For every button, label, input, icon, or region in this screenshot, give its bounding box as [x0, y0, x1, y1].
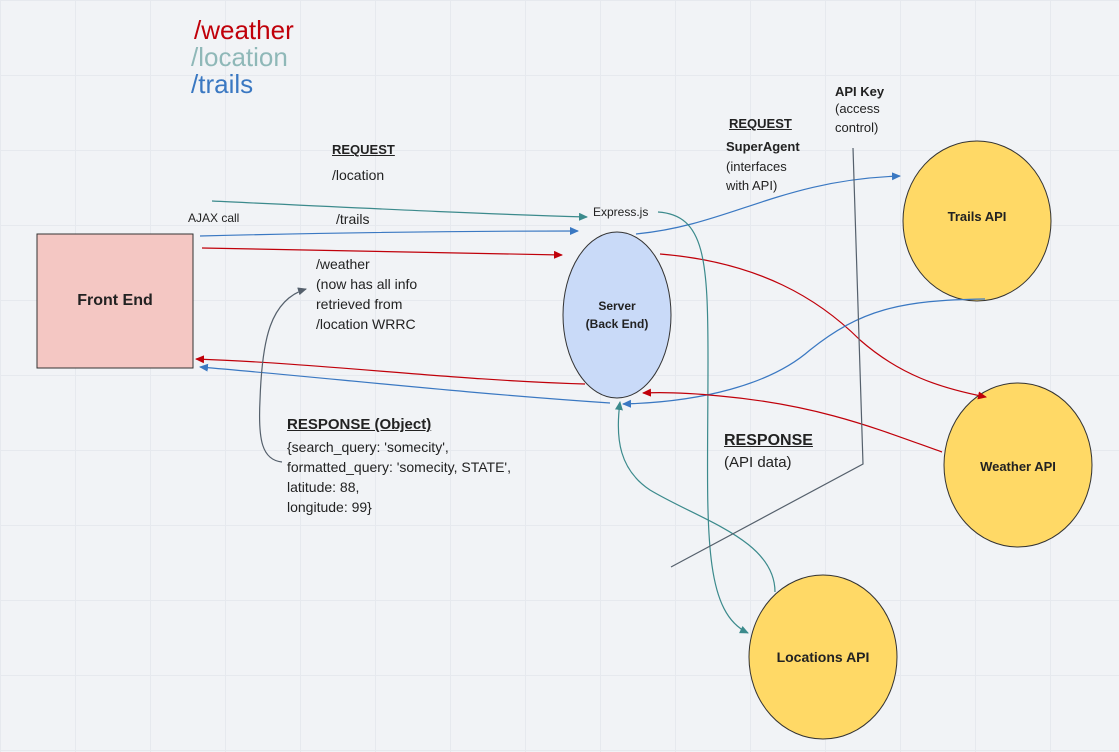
- response-object-line: formatted_query: 'somecity, STATE',: [287, 459, 511, 475]
- response-object-line: latitude: 88,: [287, 479, 360, 495]
- request-weather-arrow: [201, 247, 563, 259]
- front-end-box: [36, 233, 194, 369]
- server-to-front-red-arrow: [195, 355, 586, 385]
- data-reuse-arrow: [258, 287, 307, 463]
- server-to-locations-arrow: [657, 211, 749, 634]
- weather-api-node: [943, 382, 1093, 548]
- weather-note-line: /location WRRC: [316, 316, 416, 332]
- server-label-line1: Server: [598, 299, 636, 313]
- apikey-desc-line: control): [835, 120, 879, 135]
- trails-api-node: [902, 140, 1052, 302]
- trails-api-label: Trails API: [947, 208, 1007, 224]
- response-api-sub: (API data): [724, 454, 792, 471]
- server-to-trails-arrow: [635, 172, 901, 235]
- request-trails-arrow: [199, 227, 579, 237]
- express-label: Express.js: [593, 205, 649, 219]
- weather-note-line: retrieved from: [316, 296, 403, 312]
- response-object-line: longitude: 99}: [287, 499, 372, 515]
- server-to-front-blue-arrow: [199, 363, 611, 404]
- front-end-label: Front End: [77, 292, 153, 309]
- locations-response-arrow: [614, 401, 776, 593]
- server-to-weather-arrow: [659, 253, 987, 400]
- apikey-title: API Key: [835, 84, 885, 99]
- weather-api-label: Weather API: [980, 458, 1056, 474]
- server-label-line2: (Back End): [585, 317, 649, 331]
- superagent-title: SuperAgent: [726, 139, 800, 154]
- request-heading: REQUEST: [332, 142, 395, 157]
- request-weather-note: /weather (now has all info retrieved fro…: [316, 254, 417, 334]
- request-location-arrow: [211, 200, 588, 221]
- apikey-desc-line: (access: [835, 101, 880, 116]
- legend-location: /location: [191, 42, 288, 72]
- locations-api-label: Locations API: [776, 649, 870, 665]
- legend-trails: /trails: [191, 69, 254, 99]
- response-object-heading: RESPONSE (Object): [287, 416, 432, 433]
- response-object-line: {search_query: 'somecity',: [287, 439, 449, 455]
- request-trails-label: /trails: [336, 211, 370, 227]
- superagent-desc-line: with API): [726, 178, 778, 193]
- response-object-body: {search_query: 'somecity', formatted_que…: [287, 437, 511, 517]
- request-location-label: /location: [332, 167, 385, 183]
- server-label: Server (Back End): [563, 295, 671, 335]
- server-node: [562, 231, 672, 399]
- ajax-call-label: AJAX call: [188, 211, 240, 225]
- api-key-line: [670, 147, 864, 568]
- weather-response-arrow: [642, 388, 943, 453]
- apikey-desc: (access control): [835, 99, 880, 137]
- superagent-request-heading: REQUEST: [729, 116, 792, 131]
- weather-note-line: /weather: [316, 256, 370, 272]
- locations-api-node: [748, 574, 898, 740]
- legend-weather: /weather: [194, 15, 294, 45]
- response-api-heading: RESPONSE: [724, 432, 813, 449]
- superagent-desc-line: (interfaces: [726, 159, 787, 174]
- superagent-desc: (interfaces with API): [726, 157, 787, 195]
- weather-note-line: (now has all info: [316, 276, 418, 292]
- trails-response-arrow: [622, 298, 986, 408]
